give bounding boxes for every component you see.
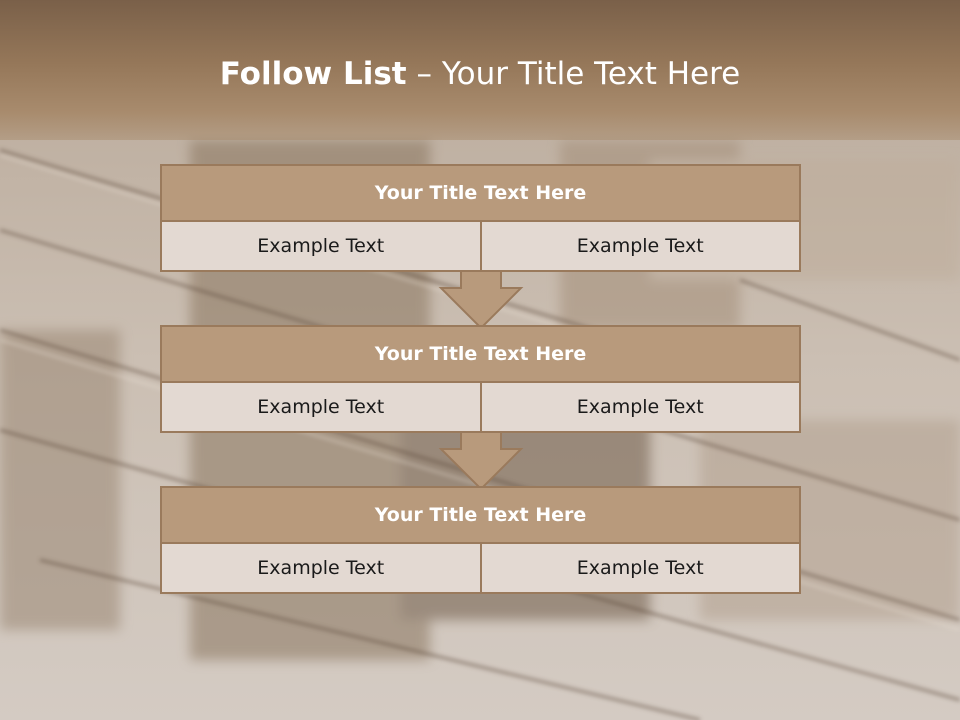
- step-box-1: Your Title Text Here Example Text Exampl…: [160, 164, 801, 272]
- step-row-2: Example Text Example Text: [162, 383, 799, 431]
- slide-title-rest: – Your Title Text Here: [406, 56, 741, 92]
- step-3-right-text: Example Text: [481, 544, 799, 592]
- step-title-2: Your Title Text Here: [162, 327, 799, 383]
- step-title-3: Your Title Text Here: [162, 488, 799, 544]
- step-box-3: Your Title Text Here Example Text Exampl…: [160, 486, 801, 594]
- step-title-1: Your Title Text Here: [162, 166, 799, 222]
- step-box-2: Your Title Text Here Example Text Exampl…: [160, 325, 801, 433]
- step-3-left-text: Example Text: [162, 544, 482, 592]
- step-1-right-text: Example Text: [481, 222, 799, 270]
- slide-title-bold: Follow List: [219, 56, 407, 92]
- down-arrow-icon: [438, 270, 524, 330]
- step-2-right-text: Example Text: [481, 383, 799, 431]
- down-arrow-icon: [438, 431, 524, 491]
- step-1-left-text: Example Text: [162, 222, 482, 270]
- step-row-1: Example Text Example Text: [162, 222, 799, 270]
- slide-title: Follow List – Your Title Text Here: [0, 56, 960, 92]
- step-2-left-text: Example Text: [162, 383, 482, 431]
- header-band: [0, 0, 960, 140]
- step-row-3: Example Text Example Text: [162, 544, 799, 592]
